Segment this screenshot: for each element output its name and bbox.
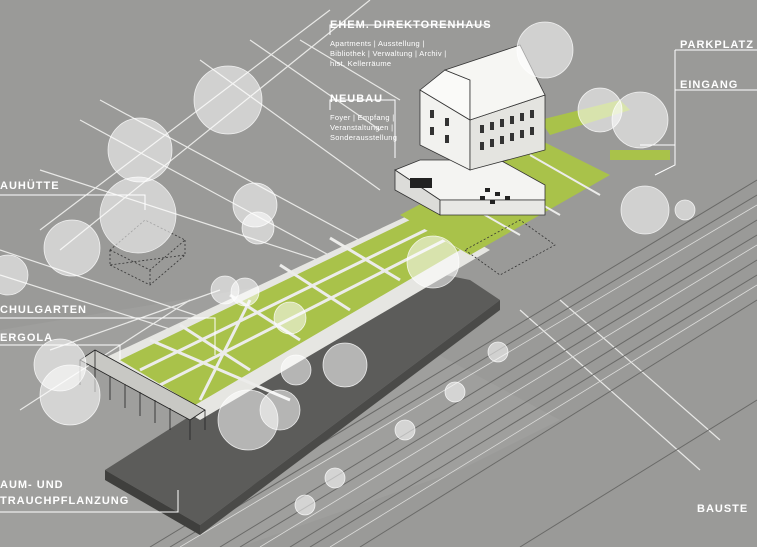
hedge-east	[610, 150, 670, 160]
tree	[487, 341, 509, 363]
villa-windows	[430, 110, 534, 150]
label-pflanzung-line2: TRAUCHPFLANZUNG	[0, 495, 130, 507]
leader-neubau	[329, 99, 396, 158]
label-neubau-line3: Sonderausstellung	[330, 133, 398, 142]
label-pflanzung-line1: AUM- UND	[0, 479, 64, 491]
embankment-edge	[105, 470, 200, 535]
tree	[280, 354, 312, 386]
bauhuette-outline	[108, 219, 187, 286]
label-bauhuette: AUHÜTTE	[0, 180, 60, 192]
tree	[444, 381, 466, 403]
tree	[324, 467, 346, 489]
tree	[620, 185, 670, 235]
railway-tracks	[149, 179, 757, 547]
label-parkplatz: PARKPLATZ	[680, 39, 754, 51]
embankment-side	[200, 300, 500, 535]
tree	[394, 419, 416, 441]
label-pergola: ERGOLA	[0, 332, 54, 344]
tree	[611, 91, 669, 149]
plaza-outline	[464, 219, 556, 276]
label-direktorenhaus-line3: hist. Kellerräume	[330, 59, 392, 68]
label-neubau-line2: Veranstaltungen |	[330, 123, 394, 132]
tree	[99, 176, 177, 254]
embankment-wall	[105, 270, 500, 525]
tree	[294, 494, 316, 516]
villa-roof	[443, 44, 546, 121]
leader-schulgarten	[0, 317, 216, 355]
label-baustelle: BAUSTE	[697, 503, 749, 515]
trees	[0, 21, 696, 516]
leader-bauhuette	[0, 194, 146, 210]
tree	[516, 21, 574, 79]
tree	[273, 301, 307, 335]
tree	[259, 389, 301, 431]
leader-eingang	[654, 90, 676, 176]
label-direktorenhaus: EHEM. DIREKTORENHAUS	[330, 19, 492, 31]
neubau-skylights	[480, 188, 510, 204]
label-direktorenhaus-line1: Apartments | Ausstellung |	[330, 39, 425, 48]
tree	[674, 199, 696, 221]
label-schulgarten: CHULGARTEN	[0, 304, 87, 316]
neubau-opening	[410, 178, 432, 188]
tree	[406, 235, 460, 289]
leader-lines	[0, 24, 757, 513]
label-direktorenhaus-line2: Bibliothek | Verwaltung | Archiv |	[330, 49, 447, 58]
tree	[39, 364, 101, 426]
leader-pergola	[0, 344, 121, 360]
tree	[43, 219, 101, 277]
tree	[107, 117, 173, 183]
tree	[210, 275, 240, 305]
leader-pflanzung	[0, 490, 179, 513]
label-neubau-line1: Foyer | Empfang |	[330, 113, 395, 122]
leader-direktorenhaus	[329, 24, 490, 35]
tree	[241, 211, 275, 245]
tree	[193, 65, 263, 135]
tree	[0, 254, 29, 296]
label-eingang: EINGANG	[680, 79, 739, 91]
tree	[322, 342, 368, 388]
railway-highlights	[179, 204, 757, 547]
label-neubau: NEUBAU	[330, 93, 384, 105]
